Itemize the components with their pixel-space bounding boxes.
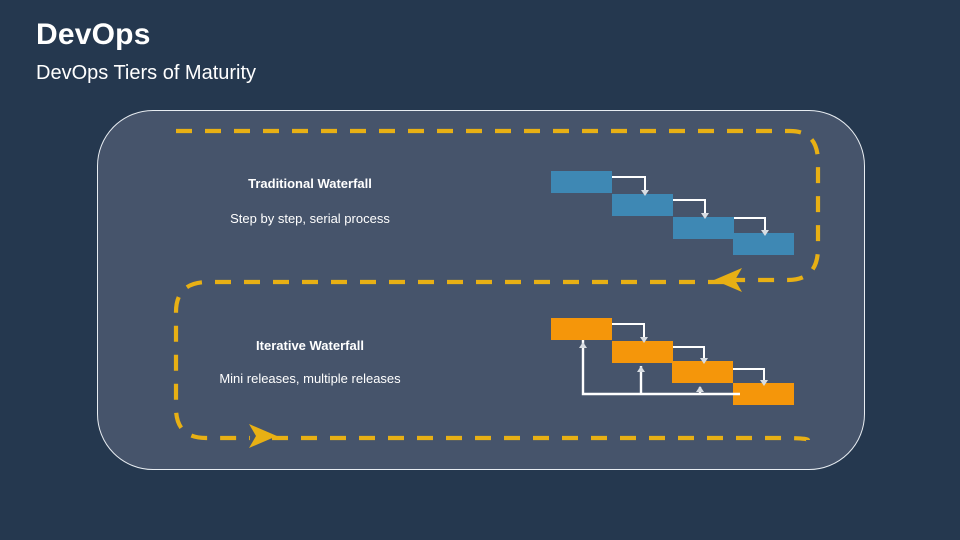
traditional-stage-4-bar xyxy=(733,233,794,255)
maturity-panel xyxy=(97,110,865,470)
iterative-waterfall-subtitle: Mini releases, multiple releases xyxy=(219,371,401,386)
page-title: DevOps xyxy=(36,18,151,51)
traditional-stage-3-bar xyxy=(673,217,734,239)
traditional-waterfall-title: Traditional Waterfall xyxy=(248,176,372,191)
iterative-stage-1-bar xyxy=(551,318,612,340)
iterative-stage-4-bar xyxy=(733,383,794,405)
page-subtitle: DevOps Tiers of Maturity xyxy=(36,62,257,84)
traditional-stage-1-bar xyxy=(551,171,612,193)
traditional-waterfall-subtitle: Step by step, serial process xyxy=(230,211,390,226)
iterative-waterfall-title: Iterative Waterfall xyxy=(256,338,364,353)
traditional-stage-2-bar xyxy=(612,194,673,216)
iterative-stage-2-bar xyxy=(612,341,673,363)
iterative-stage-3-bar xyxy=(672,361,733,383)
